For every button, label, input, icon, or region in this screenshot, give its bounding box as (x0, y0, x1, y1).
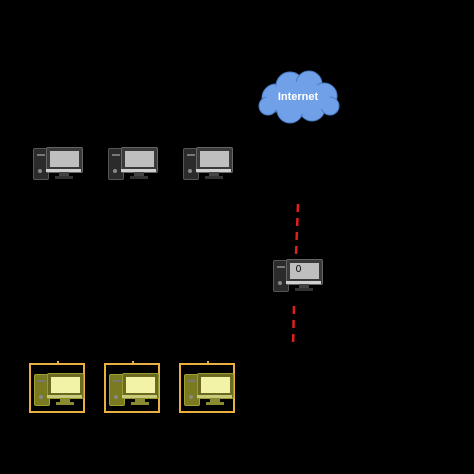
gateway-label: 0 (295, 264, 302, 275)
highlighted-computer-frame-1[interactable] (29, 361, 85, 413)
computer-monitor (196, 147, 233, 173)
computer-monitor (121, 147, 158, 173)
computer-top-1[interactable] (33, 147, 83, 181)
internet-cloud[interactable]: Internet (254, 68, 342, 126)
computer-bottom-1 (34, 373, 84, 407)
gateway-computer[interactable]: 0 (273, 259, 323, 293)
computer-tower (33, 148, 49, 180)
lan-link-dashed (291, 305, 296, 349)
computer-bottom-2 (109, 373, 159, 407)
internet-link-dashed (294, 203, 300, 257)
internet-cloud-icon (258, 70, 340, 124)
computer-tower (183, 148, 199, 180)
computer-top-2[interactable] (108, 147, 158, 181)
internet-label: Internet (277, 91, 319, 103)
computer-top-3[interactable] (183, 147, 233, 181)
computer-monitor (46, 147, 83, 173)
computer-monitor (286, 259, 323, 285)
highlighted-computer-frame-2[interactable] (104, 361, 160, 413)
highlighted-computer-frame-3[interactable] (179, 361, 235, 413)
computer-bottom-3 (184, 373, 234, 407)
